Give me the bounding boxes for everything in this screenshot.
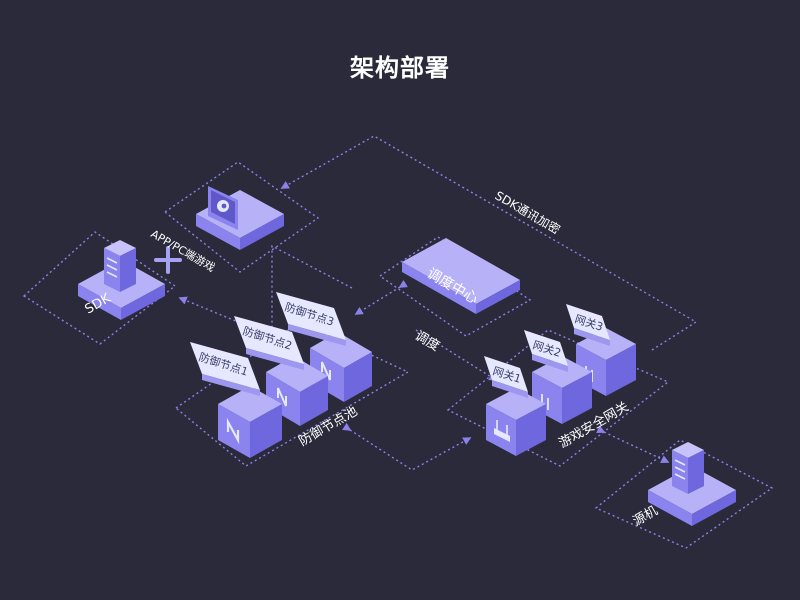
defense-node-3[interactable] (310, 332, 372, 402)
node-icon (277, 387, 287, 407)
dispatch-center[interactable] (402, 238, 520, 314)
gateway-tag-1: 网关1 (484, 356, 528, 398)
dispatch-group-outline (378, 236, 532, 337)
sdk-comm-label: SDK通讯加密 (493, 188, 563, 237)
server-icon (104, 240, 136, 292)
node-icon (321, 361, 331, 381)
dispatch-to-defense-line (354, 279, 408, 315)
defense-tag-2: 防御节点2 (234, 316, 304, 370)
gateway-to-origin-line (596, 425, 670, 463)
defense-tag-1: 防御节点1 (190, 342, 260, 396)
app-terminal (196, 186, 284, 250)
app-group-outline (163, 161, 320, 273)
gateway-1[interactable] (486, 388, 546, 456)
gateway-tag-3: 网关3 (566, 304, 610, 346)
node-icon (226, 417, 240, 445)
page-title: 架构部署 (350, 54, 450, 82)
defense-tag-3: 防御节点3 (276, 292, 346, 346)
sdk-server (78, 240, 165, 320)
defense-node-1[interactable] (218, 386, 282, 458)
gateway-tag-2: 网关2 (524, 330, 568, 372)
dispatch-link-label: 调度 (412, 328, 443, 355)
dispatch-to-sdk-line (178, 244, 353, 338)
plus-icon (154, 246, 182, 274)
router-icon (494, 420, 510, 442)
server-icon (672, 442, 704, 494)
defense-node-2[interactable] (266, 356, 328, 426)
origin-group-outline (594, 439, 774, 549)
origin-label: 源机 (631, 503, 661, 529)
sdk-group-outline (22, 231, 177, 345)
sdk-comm-line (280, 135, 698, 351)
defense-to-gateway-line (342, 422, 472, 471)
dispatch-to-gateway-line (415, 329, 498, 381)
app-label: APP/PC端游戏 (149, 227, 218, 274)
origin-server[interactable] (648, 442, 736, 526)
gateway-group-outline (446, 329, 670, 467)
monitor-icon (208, 186, 238, 230)
